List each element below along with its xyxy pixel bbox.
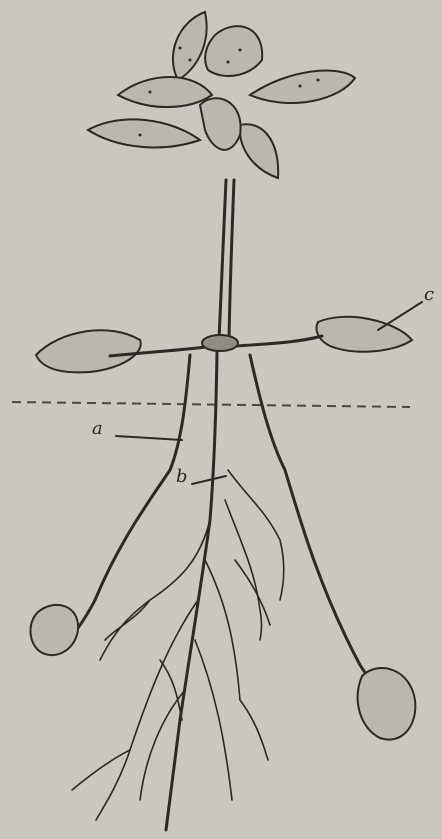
cotyledon-petiole-right	[234, 336, 322, 346]
seed-right	[358, 668, 416, 740]
root-left-a	[70, 355, 190, 640]
soil-line	[12, 402, 410, 407]
leader-b	[192, 476, 226, 484]
main-stem	[219, 180, 234, 340]
leader-a	[116, 436, 182, 440]
cotyledon-right	[317, 317, 413, 352]
cotyledon-left	[36, 330, 141, 372]
lateral-roots	[72, 470, 284, 820]
label-c: c	[424, 284, 434, 305]
top-leaves	[88, 12, 355, 178]
label-b: b	[176, 466, 188, 487]
primary-root	[166, 352, 217, 830]
label-a: a	[92, 418, 103, 439]
stem-node	[202, 335, 238, 351]
seed-left	[31, 605, 79, 655]
leader-c	[378, 302, 422, 330]
